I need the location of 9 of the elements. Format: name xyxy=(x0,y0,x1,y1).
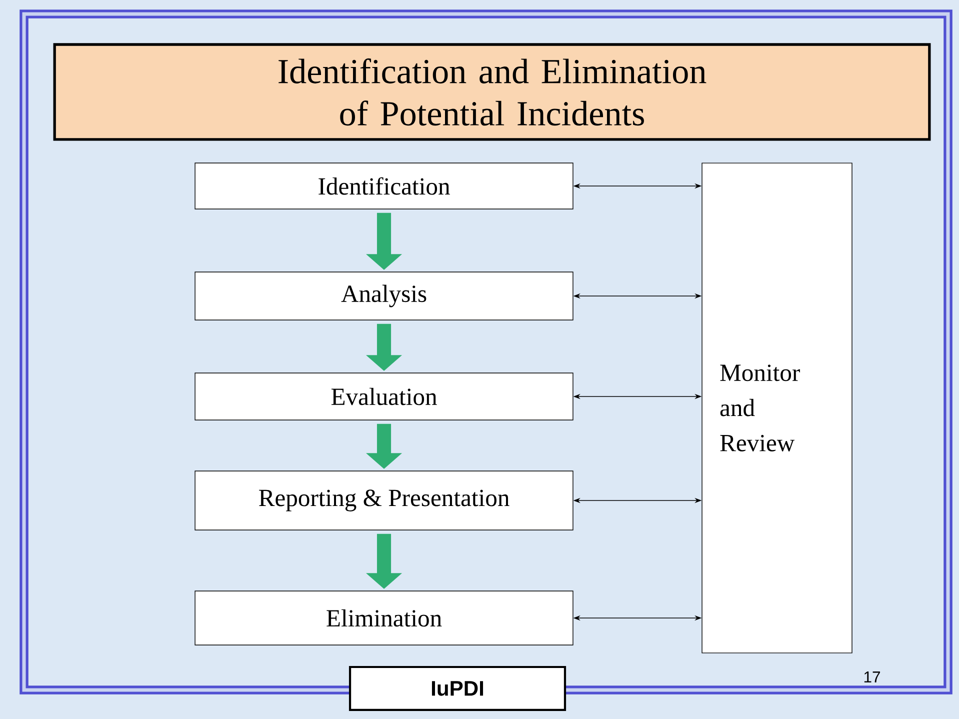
label-box: IuPDI xyxy=(348,666,566,712)
process-box: Reporting & Presentation xyxy=(194,470,574,530)
page-number: 17 xyxy=(864,672,880,682)
process-box: Analysis xyxy=(194,272,574,320)
process-box: Elimination xyxy=(194,590,574,646)
title: Identification and Elimination of Potential Incidents xyxy=(278,58,706,126)
process-box: Evaluation xyxy=(194,372,574,420)
review-box: Monitor and Review xyxy=(702,162,852,654)
process-box: Identification xyxy=(194,162,574,210)
